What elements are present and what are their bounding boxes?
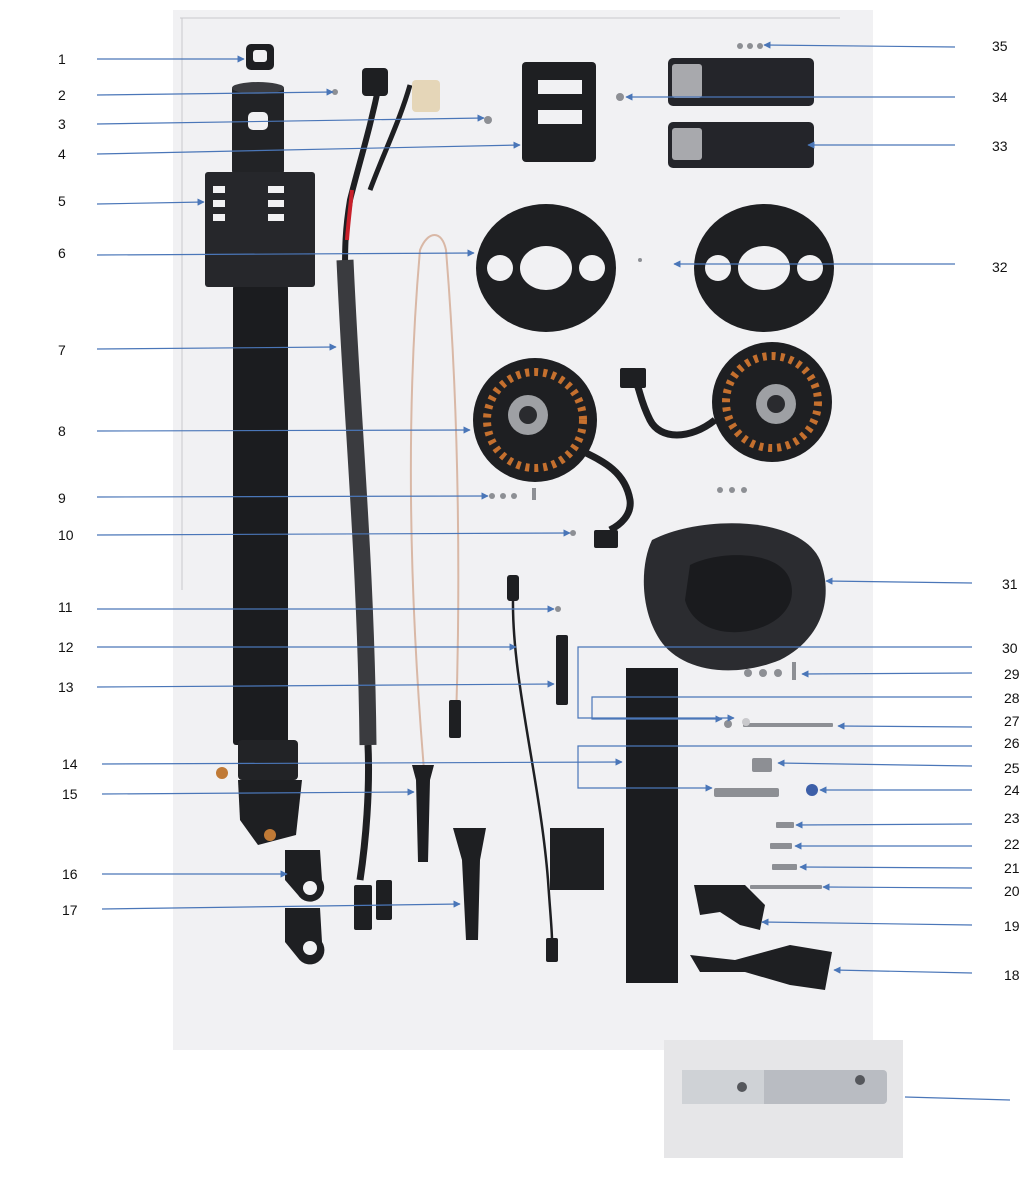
part-8-motors <box>473 342 832 548</box>
label-23: 23 <box>1004 810 1020 826</box>
part-31-foam-shell <box>643 523 826 671</box>
label-11: 11 <box>58 599 73 615</box>
part-16-plates <box>285 850 325 965</box>
label-10: 10 <box>58 527 74 543</box>
ruler <box>180 17 840 590</box>
label-30: 30 <box>1002 640 1018 656</box>
label-32: 32 <box>992 259 1008 275</box>
leader-lines-right <box>577 41 1011 1101</box>
label-31: 31 <box>1002 576 1018 592</box>
part-landing-mount <box>216 740 302 845</box>
label-12: 12 <box>58 639 74 655</box>
label-5: 5 <box>58 193 66 209</box>
label-2: 2 <box>58 87 66 103</box>
label-4: 4 <box>58 146 66 162</box>
part-33-34-esc <box>668 58 814 168</box>
label-1: 1 <box>58 51 66 67</box>
label-24: 24 <box>1004 782 1020 798</box>
label-3: 3 <box>58 116 66 132</box>
label-16: 16 <box>62 866 78 882</box>
label-20: 20 <box>1004 883 1020 899</box>
label-26: 26 <box>1004 735 1020 751</box>
label-14: 14 <box>62 756 78 772</box>
part-harness <box>336 68 440 930</box>
leader-lines-left <box>96 55 623 910</box>
part-hardware <box>332 43 833 889</box>
part-4-clamp <box>522 62 596 162</box>
label-8: 8 <box>58 423 66 439</box>
label-6: 6 <box>58 245 66 261</box>
label-18: 18 <box>1004 967 1020 983</box>
label-27: 27 <box>1004 713 1020 729</box>
label-13: 13 <box>58 679 74 695</box>
part-5-bracket <box>205 172 315 287</box>
label-35: 35 <box>992 38 1008 54</box>
part-15-sleeve <box>412 765 434 862</box>
part-17-sleeve <box>453 828 486 940</box>
label-29: 29 <box>1004 666 1020 682</box>
part-arm-tube <box>232 82 288 745</box>
part-1-cap <box>246 44 274 70</box>
label-33: 33 <box>992 138 1008 154</box>
part-12-sensor-cable <box>507 575 558 962</box>
part-pads <box>550 668 678 983</box>
label-15: 15 <box>62 786 78 802</box>
inset-shaft <box>682 1070 887 1104</box>
label-22: 22 <box>1004 836 1020 852</box>
label-19: 19 <box>1004 918 1020 934</box>
part-18-19-levers <box>690 885 832 990</box>
label-21: 21 <box>1004 860 1020 876</box>
label-34: 34 <box>992 89 1008 105</box>
label-28: 28 <box>1004 690 1020 706</box>
label-7: 7 <box>58 342 66 358</box>
part-13-clip <box>556 635 568 705</box>
label-17: 17 <box>62 902 78 918</box>
label-25: 25 <box>1004 760 1020 776</box>
part-6-32-plates <box>476 204 834 332</box>
part-antenna-cable <box>409 234 461 771</box>
label-9: 9 <box>58 490 66 506</box>
